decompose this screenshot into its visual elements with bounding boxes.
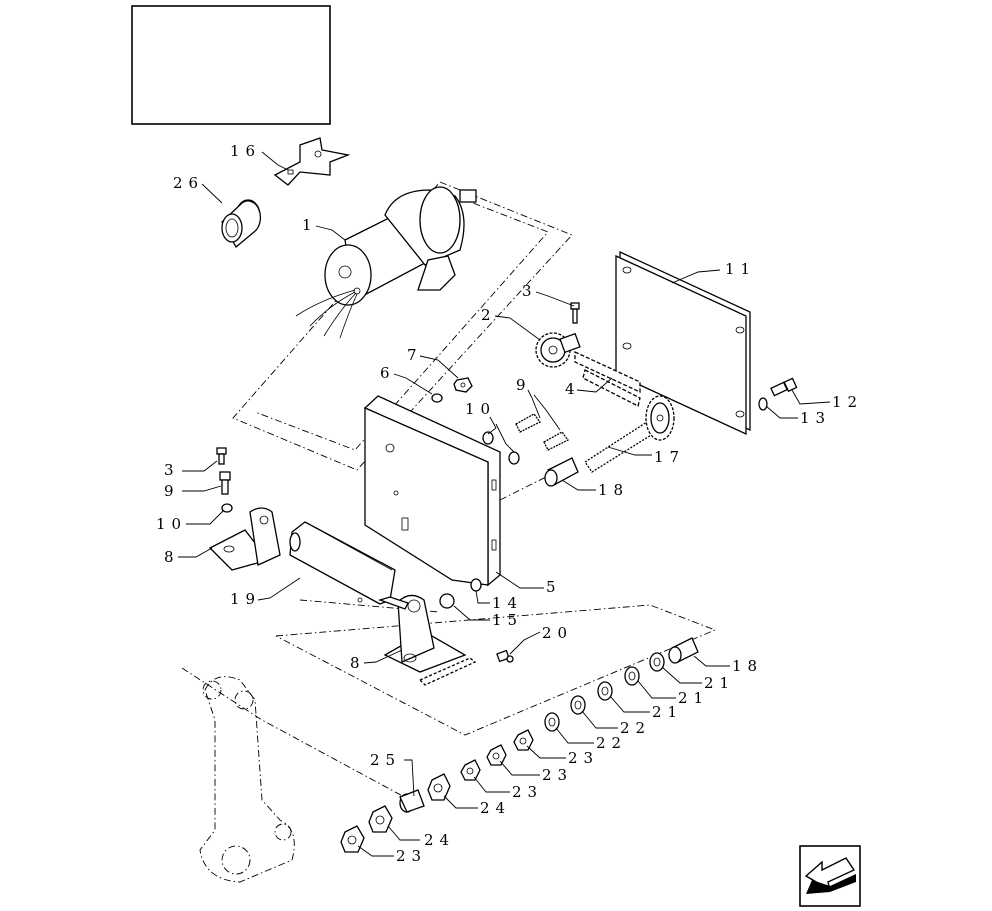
callout-1: 1	[302, 216, 318, 234]
callout-19: 19	[230, 590, 261, 608]
washer-part-10-a	[482, 431, 494, 445]
bolt-part-9-right	[515, 413, 569, 451]
callout-14: 14	[492, 594, 523, 612]
callout-17: 17	[654, 448, 685, 466]
callout-10-right: 10	[465, 400, 496, 418]
callout-23-d: 23	[396, 847, 427, 865]
washer-part-13	[758, 397, 768, 411]
callout-4: 4	[565, 380, 581, 398]
chain-part-4	[574, 350, 641, 407]
bracket-part-8-lower	[383, 594, 477, 686]
callout-8-lower: 8	[350, 654, 366, 672]
callout-2: 2	[481, 306, 497, 324]
callout-21-a: 21	[704, 674, 735, 692]
washer-part-14	[470, 578, 482, 592]
callout-labels: 16 26 1 11 3 2 7 6 4 9 12 10 13 17 3 18 …	[156, 142, 863, 865]
callout-3-left: 3	[164, 461, 180, 479]
callout-13: 13	[800, 409, 831, 427]
support-plate-part-5	[363, 395, 501, 587]
callout-23-c: 23	[512, 783, 543, 801]
washer-part-10-b	[508, 451, 520, 465]
motor-part-1	[295, 186, 477, 339]
callout-9-right: 9	[516, 376, 532, 394]
callout-24-a: 24	[480, 799, 511, 817]
callout-18-upper: 18	[598, 481, 629, 499]
bracket-part-8-upper	[208, 507, 281, 571]
arrow-back-icon[interactable]	[799, 845, 861, 907]
bushing-part-26	[221, 199, 262, 249]
sleeve-part-18-upper	[544, 457, 579, 487]
callout-24-b: 24	[424, 831, 455, 849]
leader-lines	[178, 151, 831, 857]
title-box	[131, 5, 331, 125]
callout-9-left: 9	[164, 482, 180, 500]
callout-5: 5	[546, 578, 562, 596]
callout-15: 15	[492, 611, 523, 629]
callout-16: 16	[230, 142, 261, 160]
callout-21-c: 21	[652, 703, 683, 721]
callout-25: 25	[370, 751, 401, 769]
washer-stack-parts-21-24	[340, 652, 665, 853]
nut-part-7	[453, 377, 473, 393]
callout-23-b: 23	[542, 766, 573, 784]
callout-21-b: 21	[678, 689, 709, 707]
callout-20: 20	[542, 624, 573, 642]
plate-part-11	[615, 250, 751, 436]
nut-part-15	[439, 593, 455, 609]
pivot-arm	[199, 676, 295, 883]
callout-3-top: 3	[522, 282, 538, 300]
washer-part-10-left	[221, 503, 233, 513]
callout-10-left: 10	[156, 515, 187, 533]
sleeve-part-18-lower	[668, 637, 699, 664]
washer-part-6	[431, 393, 443, 403]
sprocket-part-2	[535, 332, 581, 368]
callout-22-b: 22	[596, 734, 627, 752]
screw-part-3-left	[216, 447, 227, 465]
screw-part-3-top	[570, 302, 580, 324]
callout-7: 7	[407, 346, 423, 364]
nipple-part-20	[496, 649, 514, 663]
callout-18-lower: 18	[732, 657, 763, 675]
callout-26: 26	[173, 174, 204, 192]
callout-12: 12	[832, 393, 863, 411]
bracket-part-16	[273, 137, 351, 186]
callout-6: 6	[380, 364, 396, 382]
shaft-part-17	[584, 395, 675, 473]
callout-23-a: 23	[568, 749, 599, 767]
actuator-part-19	[289, 521, 409, 610]
callout-11: 11	[725, 260, 756, 278]
callout-22-a: 22	[620, 719, 651, 737]
screw-part-12	[770, 377, 798, 397]
bolt-part-9-left	[219, 471, 231, 495]
callout-8-upper: 8	[164, 548, 180, 566]
